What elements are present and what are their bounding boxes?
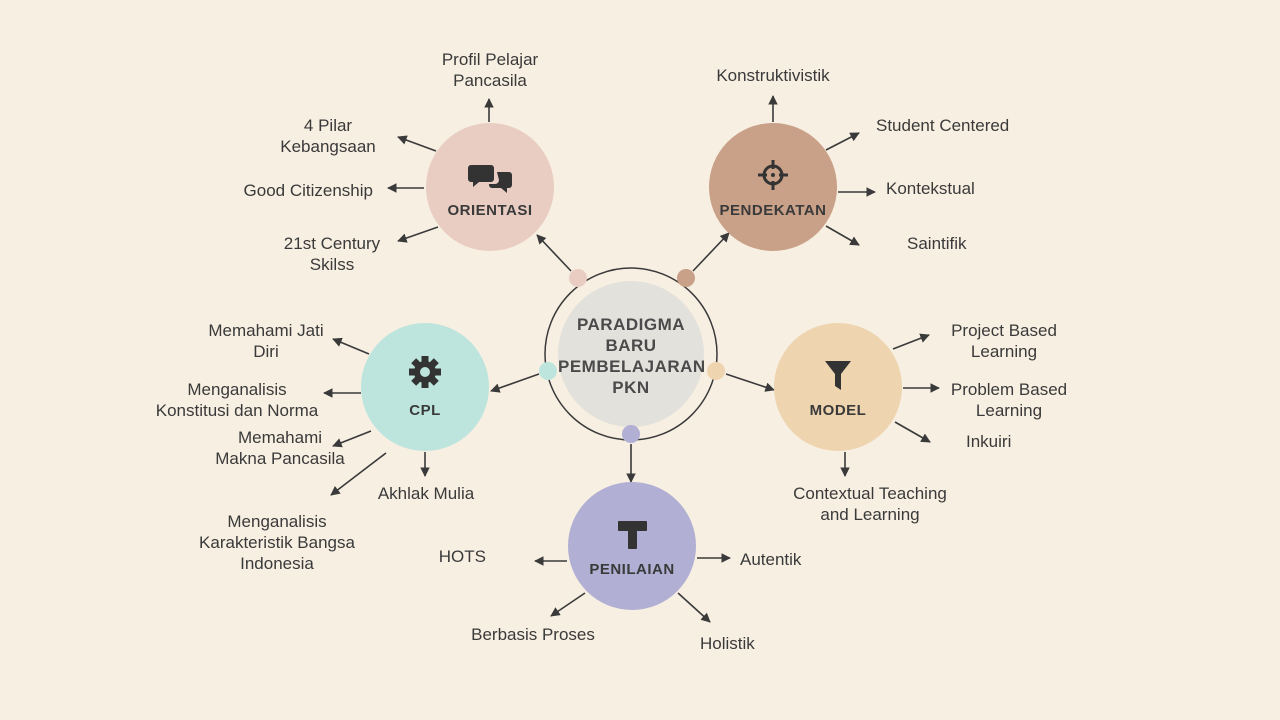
- orientasi-item-21st: 21st Century Skilss: [283, 234, 381, 274]
- connector-dot-cpl: [539, 362, 557, 380]
- arrow-center-orientasi: [536, 234, 572, 272]
- cpl-title: CPL: [409, 402, 441, 419]
- penilaian-title: PENILAIAN: [589, 561, 675, 578]
- cpl-item-pancasila: Memahami Makna Pancasila: [215, 428, 345, 468]
- arrow-model-inkuiri: [894, 421, 931, 443]
- pendekatan-item-student: Student Centered: [876, 116, 1010, 135]
- model-title: MODEL: [809, 402, 867, 419]
- pendekatan-item-kontekstual: Kontekstual: [886, 179, 975, 198]
- connector-dot-model: [707, 362, 725, 380]
- arrow-penilaian-proses: [550, 592, 586, 617]
- center-circle: [558, 281, 704, 427]
- arrow-orientasi-21st: [397, 226, 439, 243]
- cpl-item-karakteristik: Menganalisis Karakteristik Bangsa Indone…: [199, 512, 355, 573]
- cpl-item-konstitusi: Menganalisis Konstitusi dan Norma: [155, 380, 319, 420]
- center-title: PARADIGMA BARU PEMBELAJARAN PKN: [558, 315, 706, 397]
- pendekatan-title: PENDEKATAN: [719, 202, 827, 219]
- model-item-ctl: Contextual Teaching and Learning: [793, 484, 947, 524]
- orientasi-item-pilar: 4 Pilar Kebangsaan: [280, 116, 376, 156]
- orientasi-item-profil: Profil Pelajar Pancasila: [441, 50, 539, 90]
- connector-dot-penilaian: [622, 425, 640, 443]
- arrow-pendekatan-saintifik: [825, 225, 860, 246]
- arrow-pendekatan-student: [825, 132, 860, 151]
- t-tool-icon: [618, 521, 647, 549]
- arrow-orientasi-pilar: [397, 135, 437, 152]
- arrow-cpl-pancasila: [332, 430, 372, 448]
- model-item-project: Project Based Learning: [951, 321, 1057, 361]
- arrow-penilaian-holistik: [677, 592, 711, 623]
- pendekatan-item-konstruktivistik: Konstruktivistik: [716, 66, 830, 85]
- arrow-center-pendekatan: [692, 232, 730, 272]
- crosshair-icon: [758, 160, 788, 190]
- pendekatan-item-saintifik: Saintifik: [907, 234, 967, 253]
- orientasi-title: ORIENTASI: [447, 202, 533, 219]
- penilaian-item-proses: Berbasis Proses: [471, 625, 595, 644]
- penilaian-item-autentik: Autentik: [740, 550, 802, 569]
- connector-dot-pendekatan: [677, 269, 695, 287]
- connector-dot-orientasi: [569, 269, 587, 287]
- model-item-problem: Problem Based Learning: [950, 380, 1068, 420]
- cpl-item-akhlak: Akhlak Mulia: [377, 484, 475, 503]
- gear-icon: [409, 356, 441, 388]
- arrow-cpl-karakteristik: [330, 452, 387, 496]
- orientasi-item-citizenship: Good Citizenship: [243, 181, 373, 200]
- chat-bubbles-icon: [468, 165, 512, 193]
- model-item-inkuiri: Inkuiri: [966, 432, 1012, 451]
- arrow-model-project: [892, 333, 930, 350]
- cpl-item-jatidiri: Memahami Jati Diri: [208, 321, 324, 361]
- penilaian-item-holistik: Holistik: [700, 634, 755, 653]
- penilaian-item-hots: HOTS: [438, 547, 486, 566]
- arrow-cpl-jatidiri: [332, 337, 370, 355]
- arrow-center-cpl: [490, 373, 540, 393]
- arrow-center-model: [725, 373, 775, 392]
- filter-icon: [825, 361, 851, 390]
